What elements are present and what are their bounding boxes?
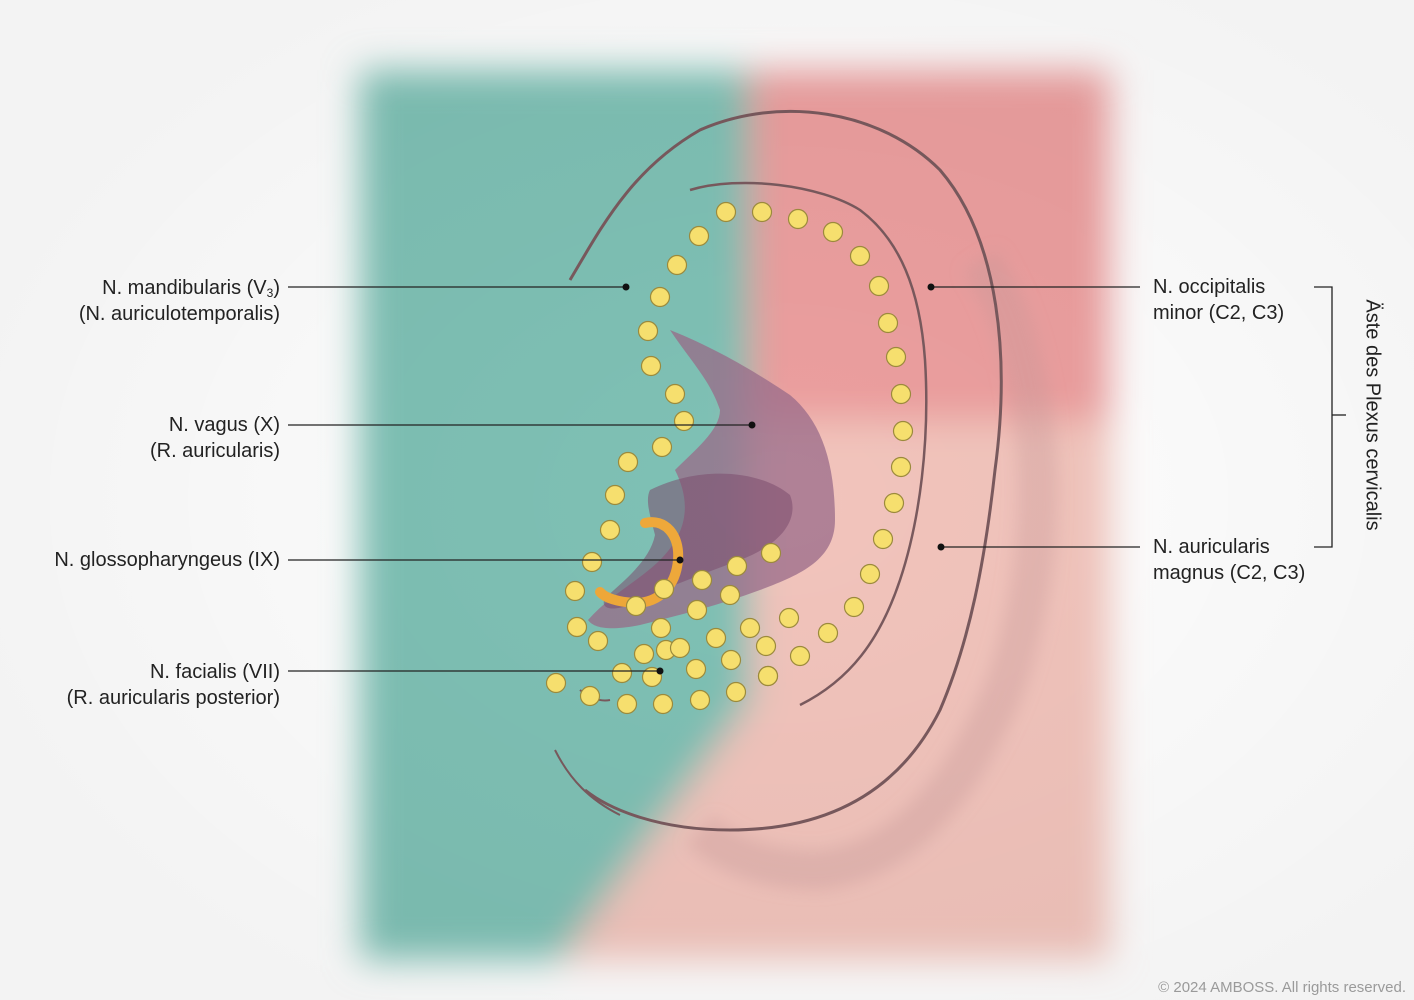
facialis-dot (789, 645, 811, 667)
facialis-dot (664, 383, 686, 405)
label-vagus-branch: (R. auricularis) (149, 440, 280, 462)
endpoint-occipitalis (927, 283, 935, 291)
facialis-dot (652, 693, 674, 715)
label-mandibularis-branch: (N. auriculotemporalis) (78, 303, 280, 325)
label-occipitalis: N. occipitalis minor (C2, C3) (1153, 274, 1284, 326)
facialis-dot (579, 685, 601, 707)
facialis-dot (726, 555, 748, 577)
endpoint-mandibularis (622, 283, 630, 291)
label-facialis-branch: (R. auricularis posterior) (66, 687, 280, 709)
facialis-dot (822, 221, 844, 243)
facialis-dot (725, 681, 747, 703)
facialis-dot (669, 637, 691, 659)
label-facialis: N. facialis (VII) (R. auricularis poster… (67, 659, 280, 711)
facialis-dot (625, 595, 647, 617)
facialis-dot (817, 622, 839, 644)
group-label-text: Äste des Plexus cervicalis (1361, 299, 1384, 531)
facialis-dot (666, 254, 688, 276)
endpoint-glossopharyngeus (676, 556, 684, 564)
facialis-dot (581, 551, 603, 573)
leader-lines (288, 286, 1346, 672)
facialis-dot (755, 635, 777, 657)
label-occipitalis-line2: minor (C2, C3) (1153, 302, 1285, 324)
facialis-dot (633, 643, 655, 665)
facialis-dot (715, 201, 737, 223)
facialis-dot (705, 627, 727, 649)
facialis-dot (587, 630, 609, 652)
facialis-dot (640, 355, 662, 377)
facialis-dot (739, 617, 761, 639)
facialis-dot (545, 672, 567, 694)
endpoint-vagus (748, 421, 756, 429)
label-auricularis-line2: magnus (C2, C3) (1153, 562, 1306, 584)
label-occipitalis-line1: N. occipitalis (1153, 276, 1266, 298)
label-mandibularis-name: N. mandibularis (V (102, 277, 267, 299)
facialis-dot (872, 528, 894, 550)
leader-endpoints (622, 283, 945, 675)
facialis-dot (868, 275, 890, 297)
endpoint-facialis (656, 667, 664, 675)
facialis-dot (849, 245, 871, 267)
facialis-dot (637, 320, 659, 342)
facialis-dot (688, 225, 710, 247)
facialis-dot (689, 689, 711, 711)
label-glossopharyngeus: N. glossopharyngeus (IX) (54, 547, 280, 573)
label-mandibularis: N. mandibularis (V3) (N. auriculotempora… (79, 275, 280, 327)
facialis-dot (751, 201, 773, 223)
facialis-dot (611, 662, 633, 684)
endpoint-auricularis (937, 543, 945, 551)
label-glossopharyngeus-name: N. glossopharyngeus (IX) (54, 549, 280, 571)
facialis-dot (653, 578, 675, 600)
facialis-dot (691, 569, 713, 591)
facialis-dot (885, 346, 907, 368)
facialis-dot (599, 519, 621, 541)
facialis-dot (617, 451, 639, 473)
facialis-dot (566, 616, 588, 638)
facialis-dots (545, 201, 914, 715)
facialis-dot (673, 410, 695, 432)
facialis-dot (787, 208, 809, 230)
facialis-dot (564, 580, 586, 602)
group-bracket (1314, 286, 1333, 548)
facialis-dot (720, 649, 742, 671)
label-auricularis-line1: N. auricularis (1153, 536, 1270, 558)
facialis-dot (877, 312, 899, 334)
facialis-dot (760, 542, 782, 564)
facialis-dot (778, 607, 800, 629)
label-mandibularis-sub: 3 (266, 286, 274, 300)
facialis-dot (843, 596, 865, 618)
facialis-dot (686, 599, 708, 621)
copyright-notice: © 2024 AMBOSS. All rights reserved. (1158, 979, 1406, 996)
label-vagus-name: N. vagus (X) (168, 414, 280, 436)
facialis-dot (892, 420, 914, 442)
label-facialis-name: N. facialis (VII) (149, 661, 280, 683)
facialis-dot (651, 436, 673, 458)
facialis-dot (616, 693, 638, 715)
facialis-dot (890, 456, 912, 478)
facialis-dot (719, 584, 741, 606)
facialis-dot (859, 563, 881, 585)
facialis-dot (685, 658, 707, 680)
facialis-dot (650, 617, 672, 639)
label-vagus: N. vagus (X) (R. auricularis) (150, 412, 280, 464)
facialis-dot (883, 492, 905, 514)
facialis-dot (757, 665, 779, 687)
facialis-dot (890, 383, 912, 405)
label-mandibularis-close: ) (273, 277, 280, 299)
label-auricularis: N. auricularis magnus (C2, C3) (1153, 534, 1305, 586)
facialis-dot (604, 484, 626, 506)
facialis-dot (649, 286, 671, 308)
